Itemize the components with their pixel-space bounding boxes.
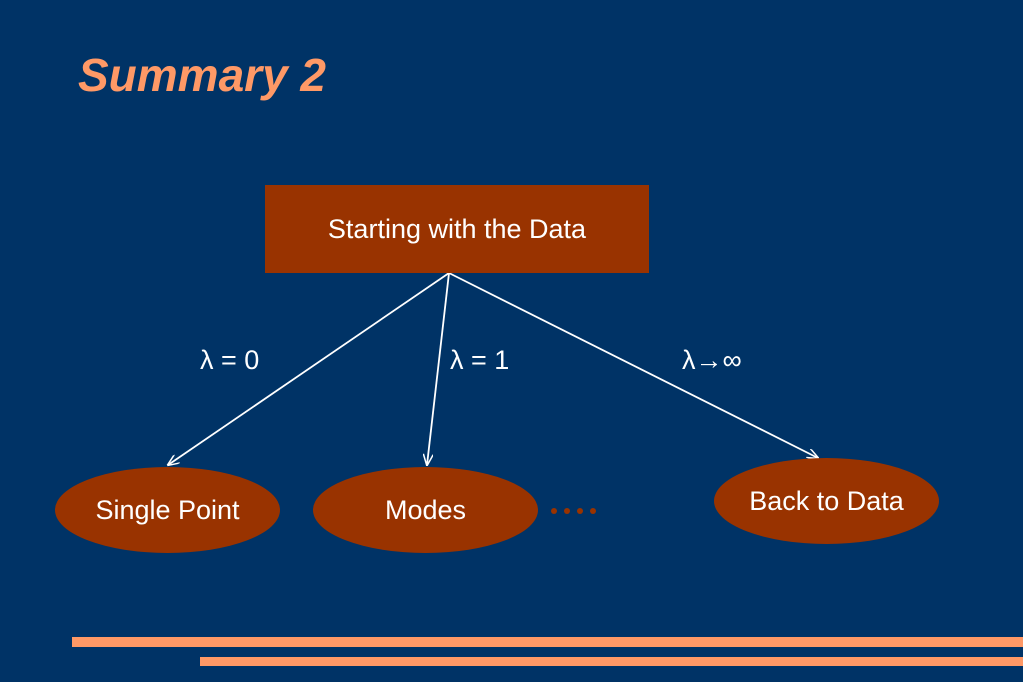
node-back-to-data-label: Back to Data	[749, 485, 904, 516]
slide-title: Summary 2	[78, 49, 327, 101]
edge-label-lambda-0: λ = 0	[200, 345, 260, 375]
edge-label-lambda-1: λ = 1	[450, 345, 510, 375]
decorative-rule-top	[72, 637, 1023, 647]
node-modes-label: Modes	[384, 494, 467, 525]
edge-to-single-point	[168, 272, 450, 465]
root-node: Starting with the Data	[265, 185, 649, 273]
edge-label-lambda-infinity: λ→∞	[682, 345, 742, 375]
node-back-to-data: Back to Data	[714, 458, 939, 544]
edge-to-modes	[427, 272, 450, 465]
ellipsis-dots	[551, 508, 596, 514]
ellipsis-dot	[577, 508, 583, 514]
root-node-label: Starting with the Data	[327, 213, 587, 244]
ellipsis-dot	[551, 508, 557, 514]
ellipsis-dot	[564, 508, 570, 514]
node-single-point-label: Single Point	[95, 494, 240, 525]
decorative-rule-bottom	[200, 657, 1023, 666]
ellipsis-dot	[590, 508, 596, 514]
node-modes: Modes	[313, 467, 538, 553]
edge-to-back-to-data	[448, 272, 818, 458]
node-single-point: Single Point	[55, 467, 280, 553]
